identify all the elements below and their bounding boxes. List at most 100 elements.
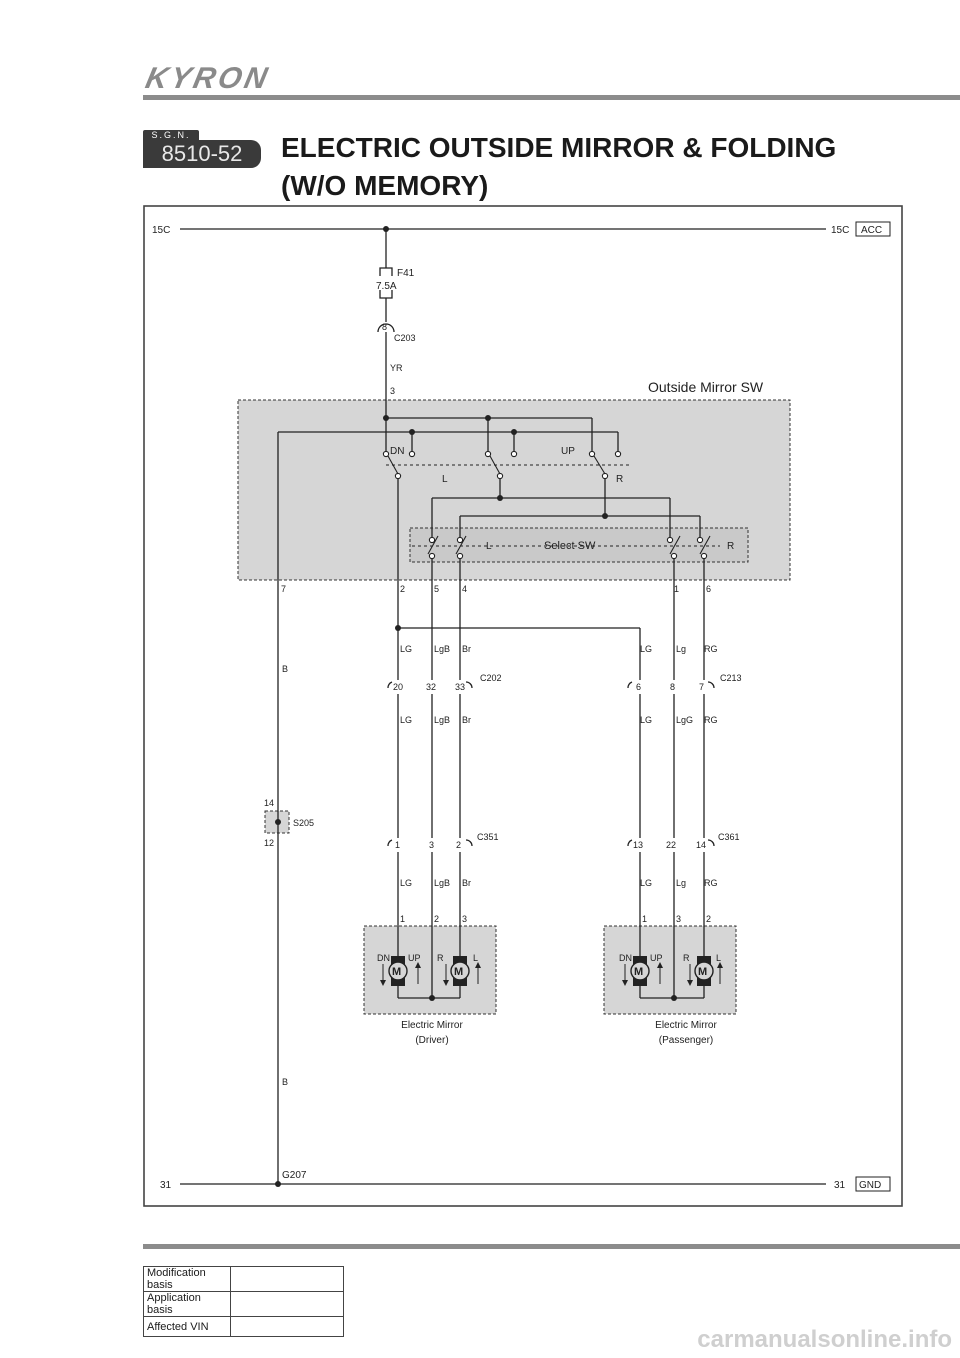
driver-mirror-side: (Driver) xyxy=(415,1035,448,1046)
passenger-l: L xyxy=(716,953,721,963)
switch-pin-5: 5 xyxy=(434,584,439,594)
page-title: ELECTRIC OUTSIDE MIRROR & FOLDING xyxy=(281,132,837,163)
ground-wire-top: B xyxy=(282,664,288,674)
revision-table: Modification basis Application basis Aff… xyxy=(143,1266,344,1337)
application-basis-value xyxy=(230,1291,344,1317)
passenger-up: UP xyxy=(650,953,663,963)
driver-l: L xyxy=(473,953,478,963)
gnd-tag-box xyxy=(855,1176,891,1192)
switch-pin-1: 1 xyxy=(674,584,679,594)
c202-pin-3: 33 xyxy=(455,682,465,692)
junction-dots xyxy=(275,226,677,1187)
footer-divider xyxy=(143,1244,960,1249)
passenger-motor-2-m: M xyxy=(698,966,707,978)
passenger-pin-2: 3 xyxy=(676,914,681,924)
switch-contacts xyxy=(382,450,708,560)
driver-motor-1-m: M xyxy=(392,966,401,978)
passenger-pin-3: 2 xyxy=(706,914,711,924)
wire-r-b-3: RG xyxy=(704,715,718,725)
select-sw-l: L xyxy=(486,541,492,552)
c202-pin-1: 20 xyxy=(393,682,403,692)
wire-l-c-3: Br xyxy=(462,878,471,888)
driver-r: R xyxy=(437,953,444,963)
splice-name: S205 xyxy=(293,818,314,828)
passenger-motors xyxy=(622,956,723,986)
wire-l-b-3: Br xyxy=(462,715,471,725)
driver-pin-2: 2 xyxy=(434,914,439,924)
driver-mirror-name: Electric Mirror xyxy=(401,1020,463,1031)
c213-name: C213 xyxy=(720,673,742,683)
application-basis-label: Application basis xyxy=(143,1291,231,1317)
sgn-label: S.G.N. xyxy=(143,130,199,140)
c351-name: C351 xyxy=(477,832,499,842)
section-code: 8510-52 xyxy=(143,140,261,168)
driver-up: UP xyxy=(408,953,421,963)
switch-title: Outside Mirror SW xyxy=(648,379,764,395)
wire-l-b-2: LgB xyxy=(434,715,450,725)
c351-pin-3: 2 xyxy=(456,840,461,850)
select-switch-box xyxy=(409,527,749,563)
switch-blades xyxy=(386,455,720,555)
wire-l-b-1: LG xyxy=(400,715,412,725)
switch-up: UP xyxy=(561,446,575,457)
c213-pin-3: 7 xyxy=(699,682,704,692)
fuse-name: F41 xyxy=(397,268,415,279)
select-sw-title: Select SW xyxy=(544,540,596,552)
wire-l-c-2: LgB xyxy=(434,878,450,888)
passenger-r: R xyxy=(683,953,690,963)
driver-motors xyxy=(380,956,481,986)
passenger-mirror-box xyxy=(603,925,737,1015)
wire-r-a-3: RG xyxy=(704,644,718,654)
fuse-rating: 7.5A xyxy=(376,281,397,292)
wire-r-a-1: LG xyxy=(640,644,652,654)
driver-dn: DN xyxy=(377,953,390,963)
wires xyxy=(180,228,826,1185)
acc-tag-box xyxy=(855,221,891,237)
c351-pin-1: 1 xyxy=(395,840,400,850)
passenger-motor-1-m: M xyxy=(634,966,643,978)
rail-top-right: 15C xyxy=(831,225,849,236)
rail-top-tag: ACC xyxy=(861,225,882,236)
modification-basis-value xyxy=(230,1266,344,1292)
driver-pin-3: 3 xyxy=(462,914,467,924)
wire-l-c-1: LG xyxy=(400,878,412,888)
wire-r-b-2: LgG xyxy=(676,715,693,725)
passenger-mirror-name: Electric Mirror xyxy=(655,1020,717,1031)
wire-r-b-1: LG xyxy=(640,715,652,725)
c202-name: C202 xyxy=(480,673,502,683)
wire-r-c-3: RG xyxy=(704,878,718,888)
c203-name: C203 xyxy=(394,333,416,343)
sgn-badge: S.G.N. 8510-52 xyxy=(143,130,261,168)
splice-bottom-pin: 12 xyxy=(264,838,274,848)
table-row: Affected VIN xyxy=(143,1316,344,1337)
passenger-mirror-side: (Passenger) xyxy=(659,1035,713,1046)
passenger-pin-1: 1 xyxy=(642,914,647,924)
switch-pin-4: 4 xyxy=(462,584,467,594)
c203-pin: 8 xyxy=(382,322,387,332)
table-row: Application basis xyxy=(143,1291,344,1317)
switch-l: L xyxy=(442,474,448,485)
switch-pin-6: 6 xyxy=(706,584,711,594)
c203-wire: YR xyxy=(390,363,403,373)
splice-top-pin: 14 xyxy=(264,798,274,808)
c213-pin-1: 6 xyxy=(636,682,641,692)
diagram-frame xyxy=(143,205,903,1207)
wire-l-a-2: LgB xyxy=(434,644,450,654)
header-divider xyxy=(143,95,960,100)
watermark: carmanualsonline.info xyxy=(697,1326,952,1353)
c351-pin-2: 3 xyxy=(429,840,434,850)
modification-basis-label: Modification basis xyxy=(143,1266,231,1292)
wire-r-c-2: Lg xyxy=(676,878,686,888)
ground-label: G207 xyxy=(282,1170,307,1181)
passenger-dn: DN xyxy=(619,953,632,963)
c361-name: C361 xyxy=(718,832,740,842)
c361-pin-1: 13 xyxy=(633,840,643,850)
table-row: Modification basis xyxy=(143,1266,344,1292)
driver-mirror-box xyxy=(363,925,497,1015)
switch-r: R xyxy=(616,474,623,485)
rail-bottom-tag: GND xyxy=(859,1180,881,1191)
select-sw-r: R xyxy=(727,541,734,552)
wire-l-a-3: Br xyxy=(462,644,471,654)
page-subtitle: (W/O MEMORY) xyxy=(281,170,489,201)
wire-r-c-1: LG xyxy=(640,878,652,888)
